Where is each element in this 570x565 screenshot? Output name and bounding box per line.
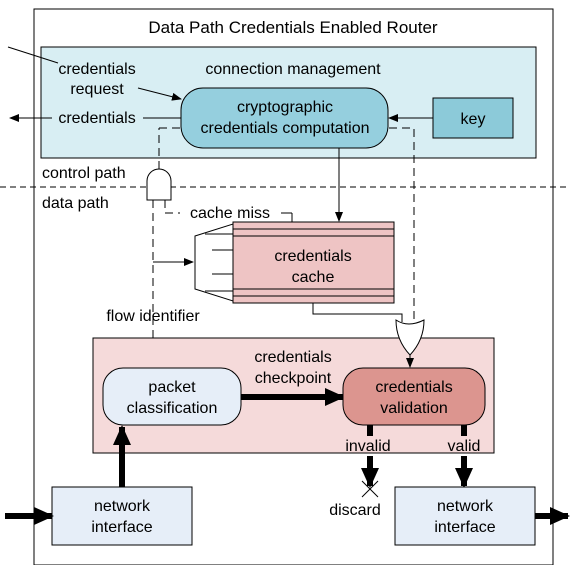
credentials-request-arrow <box>137 87 182 101</box>
cache-to-or-wire <box>312 303 403 322</box>
valid-label: valid <box>448 438 481 455</box>
credentials-request-wire <box>7 46 59 64</box>
flow-identifier-label: flow identifier <box>106 308 200 325</box>
ni-right-label-2: interface <box>434 519 495 536</box>
connection-management-label: connection management <box>205 61 381 78</box>
data-path-label: data path <box>42 195 109 212</box>
credentials-checkpoint-label-1: credentials <box>254 349 331 366</box>
credentials-request-label-2: request <box>70 81 124 98</box>
cache-node-label-1: credentials <box>274 248 351 265</box>
cache-miss-label: cache miss <box>190 205 270 222</box>
or-gate-icon <box>395 319 425 356</box>
control-path-label: control path <box>42 165 126 182</box>
ni-left-label-1: network <box>94 498 151 515</box>
credentials-checkpoint-label-2: checkpoint <box>255 370 332 387</box>
credentials-out-label: credentials <box>58 110 135 127</box>
crypto-node-label-1: cryptographic <box>237 99 333 116</box>
network-interface-right <box>394 486 536 546</box>
network-interface-left <box>51 486 193 546</box>
cache-node-label-2: cache <box>292 269 335 286</box>
credentials-validation-node <box>342 367 486 426</box>
crypto-node-label-2: credentials computation <box>201 120 370 137</box>
credentials-request-label: credentials <box>58 61 135 78</box>
crypto-computation-node <box>180 87 389 149</box>
router-frame <box>33 8 554 565</box>
discard-x-icon-b <box>361 480 379 498</box>
validation-label-2: validation <box>380 400 448 417</box>
invalid-label: invalid <box>345 438 390 455</box>
diagram-title: Data Path Credentials Enabled Router <box>148 18 438 37</box>
cache-lookup-mux-icon <box>194 223 234 302</box>
key-node-label: key <box>461 111 486 128</box>
classification-label-1: packet <box>148 379 196 396</box>
classification-label-2: classification <box>127 400 218 417</box>
and-gate-icon <box>146 168 172 201</box>
validation-label-1: credentials <box>375 379 452 396</box>
ni-left-label-2: interface <box>91 519 152 536</box>
discard-label: discard <box>329 502 381 519</box>
ni-right-label-1: network <box>437 498 494 515</box>
